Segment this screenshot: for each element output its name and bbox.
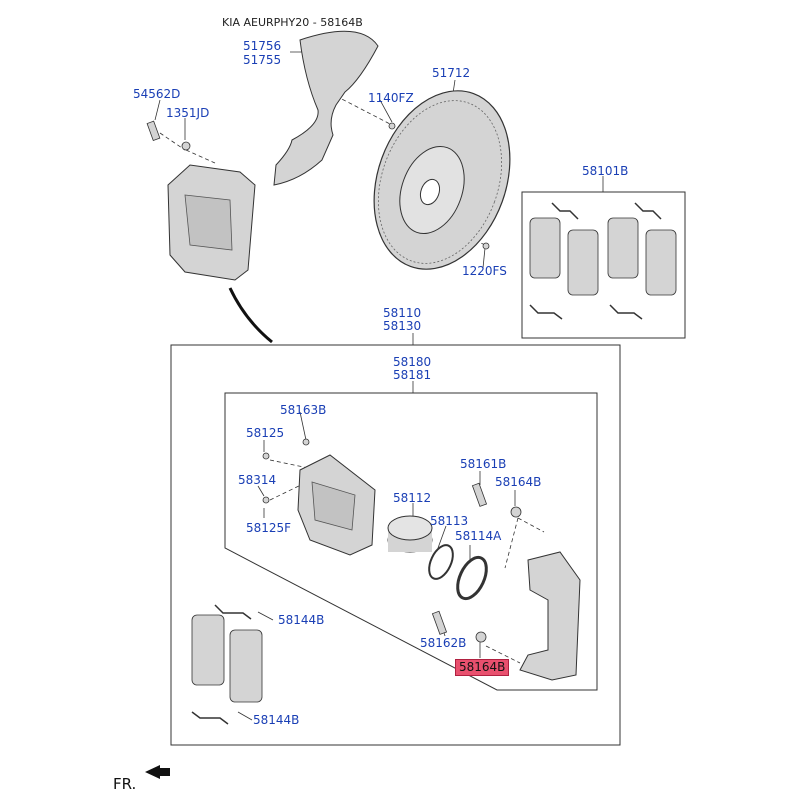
brake-disc [373, 90, 511, 270]
label-58164B-highlighted[interactable]: 58164B [455, 659, 510, 676]
caliper-subassembly-box [224, 392, 598, 691]
clip-lower-bot [191, 711, 229, 725]
pin-58162B [431, 610, 448, 635]
bolt-58164B-top [510, 506, 522, 518]
label-58314: 58314 [238, 473, 277, 487]
pad-kit-2 [567, 229, 599, 296]
pad-kit-4 [645, 229, 677, 296]
boot-58114A [456, 555, 488, 601]
label-58144B-bottom: 58144B [253, 713, 300, 727]
label-54562D: 54562D [133, 87, 181, 101]
label-58130: 58130 [383, 319, 422, 333]
label-58161B: 58161B [460, 457, 507, 471]
label-58110: 58110 [383, 306, 422, 320]
clip-kit-2 [634, 202, 662, 220]
pad-lower-2 [229, 629, 263, 703]
label-1351JD: 1351JD [166, 106, 210, 120]
label-58125F: 58125F [246, 521, 292, 535]
washer-1351JD [181, 141, 191, 151]
pad-kit-1 [529, 217, 561, 279]
caliper-carrier [519, 551, 581, 681]
label-58144B-top: 58144B [278, 613, 325, 627]
diagram-title: KIA AEURPHY20 - 58164B [222, 16, 363, 29]
clip-kit-1 [551, 202, 579, 220]
label-51712: 51712 [432, 66, 471, 80]
label-1140FZ: 1140FZ [368, 91, 414, 105]
label-51756: 51756 [243, 39, 282, 53]
front-arrow-icon [145, 765, 170, 779]
bolt-1140FZ [388, 122, 396, 130]
assembly-connector [228, 287, 273, 344]
label-58162B: 58162B [420, 636, 467, 650]
front-direction-label: FR. [113, 775, 137, 793]
clip-kit-3 [529, 304, 563, 320]
label-58125: 58125 [246, 426, 285, 440]
pad-kit-3 [607, 217, 639, 279]
caliper-assembly-box [170, 344, 621, 746]
label-1220FS: 1220FS [462, 264, 507, 278]
bolt-54562D [146, 120, 161, 141]
label-58113: 58113 [430, 514, 469, 528]
bleeder-58125F [262, 496, 270, 504]
label-58114A: 58114A [455, 529, 502, 543]
bolt-58163B [302, 438, 310, 446]
label-58112: 58112 [393, 491, 432, 505]
label-58181: 58181 [393, 368, 432, 382]
label-58164B-top: 58164B [495, 475, 542, 489]
label-58180: 58180 [393, 355, 432, 369]
pad-kit-box [521, 191, 686, 339]
label-58101B: 58101B [582, 164, 629, 178]
bolt-1220FS [482, 242, 490, 250]
seal-58113 [428, 544, 454, 580]
bolt-58164B-hl [475, 631, 487, 643]
bleeder-58125 [262, 452, 270, 460]
label-51755: 51755 [243, 53, 282, 67]
piston-58112 [387, 515, 433, 553]
dust-shield [273, 30, 379, 186]
clip-lower-top [214, 604, 252, 620]
pin-58161B [471, 482, 488, 507]
pad-lower-1 [191, 614, 225, 686]
label-58163B: 58163B [280, 403, 327, 417]
clip-kit-4 [609, 304, 643, 320]
